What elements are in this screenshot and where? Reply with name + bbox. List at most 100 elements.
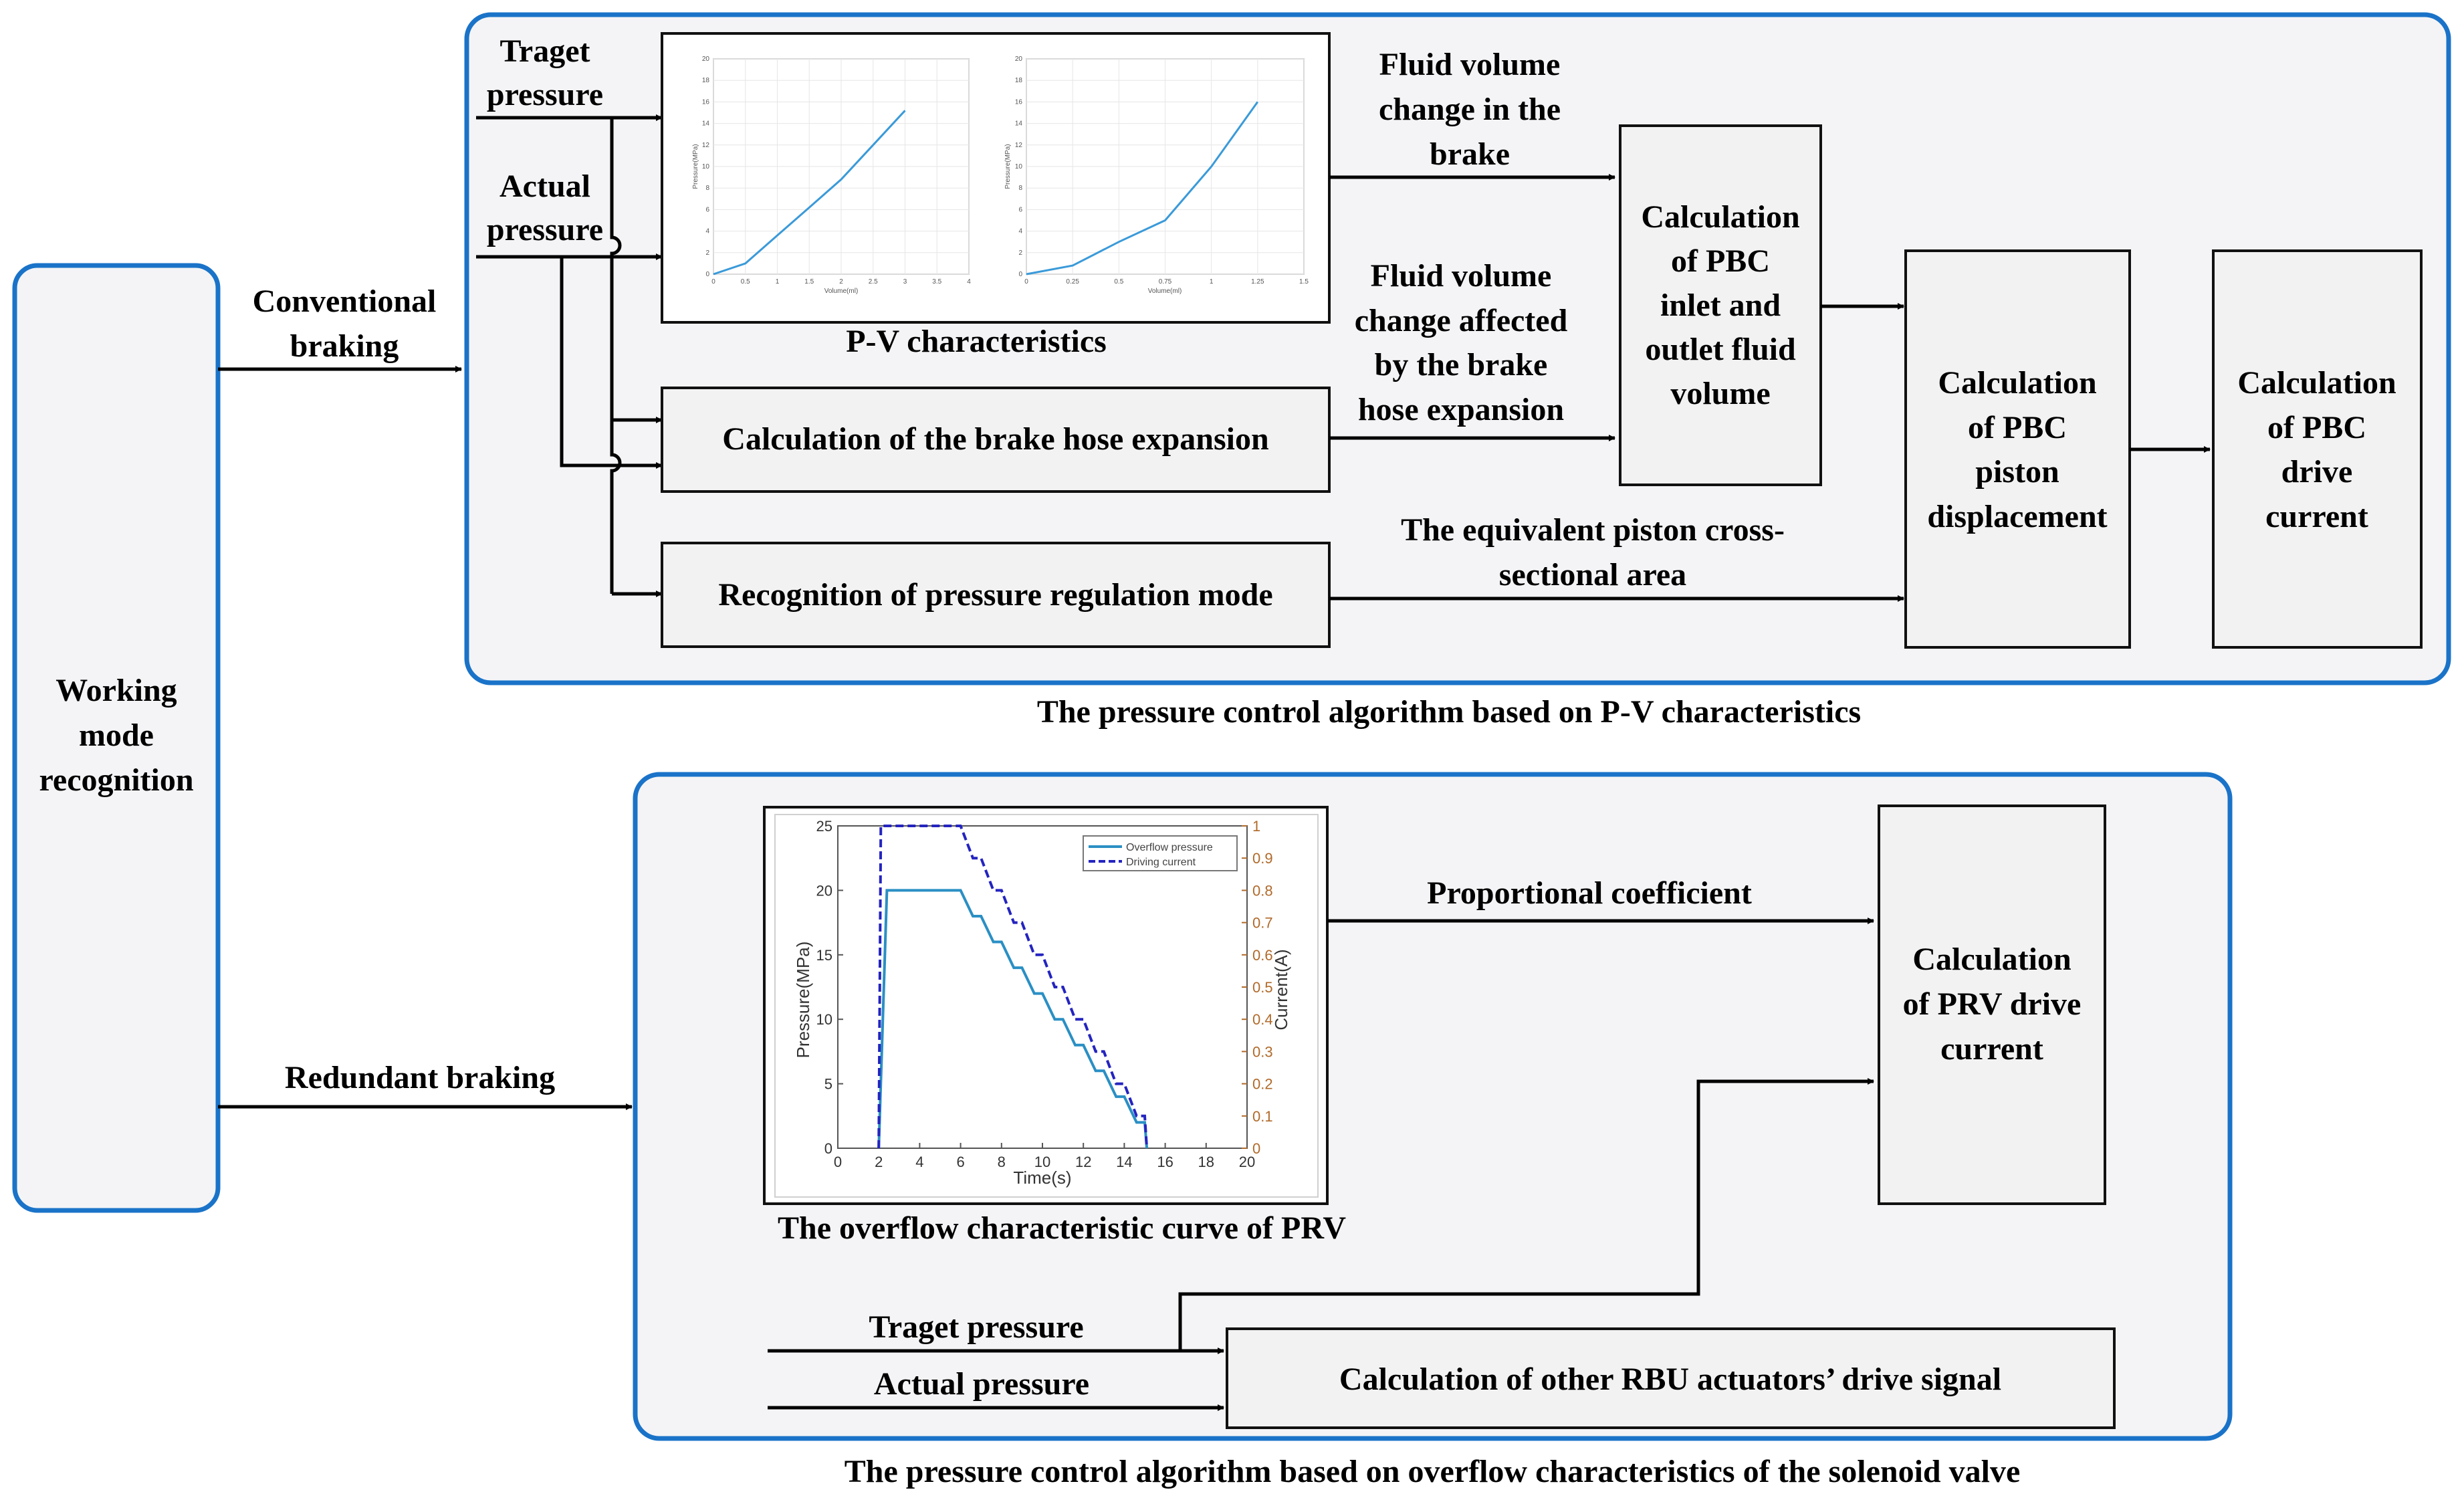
redundant-braking-label: Redundant braking [285,1060,555,1095]
fluid-hose-line4: hose expansion [1358,392,1564,427]
drive-line3: drive [2281,454,2353,490]
prv-y2tick: 0.3 [1252,1043,1273,1060]
fluid-brake-line1: Fluid volume [1379,47,1561,82]
target-bus [610,118,622,594]
prv-xtick: 4 [915,1154,923,1170]
pv-chart-1-xtick: 2 [839,278,843,286]
piston-displacement-box [1904,249,2131,649]
pv-chart-1-ytick: 14 [702,120,710,128]
pv-chart-2-xtick: 1 [1210,278,1214,286]
prv-xtick: 2 [875,1154,883,1170]
prv-ytick: 15 [816,947,832,964]
prv-y2tick: 0.2 [1252,1076,1273,1093]
pv-chart-2-xtick: 1.25 [1251,278,1264,286]
proportional-coefficient-label: Proportional coefficient [1427,875,1752,911]
conventional-braking-line2: braking [290,328,399,364]
prv-y2tick: 0.4 [1252,1011,1273,1028]
pv-chart-2-ytick: 10 [1015,163,1023,171]
pv-chart-1-xtick: 0.5 [741,278,750,286]
fluid-hose-line1: Fluid volume [1371,258,1552,294]
inlet-outlet-line2: of PBC [1671,243,1770,279]
target-pressure-line1: Traget [499,33,590,69]
prv-y2tick: 1 [1252,818,1260,835]
other-actuators-label: Calculation of other RBU actuators’ driv… [1339,1362,2001,1397]
pv-chart-2-ytick: 6 [1018,206,1022,213]
drive-line4: current [2265,499,2368,534]
working-mode-line3: recognition [39,762,193,798]
pv-characteristics-caption: P-V characteristics [846,324,1107,359]
drive-line2: of PBC [2267,410,2366,445]
pv-chart-2-xtick: 0.5 [1114,278,1123,286]
prv-xtick: 20 [1239,1154,1255,1170]
pv-chart-2-xtick: 0.75 [1159,278,1172,286]
pv-group-caption: The pressure control algorithm based on … [1037,694,1861,730]
actual-pressure-line2: pressure [487,212,603,247]
pv-chart-1-curve [713,110,906,276]
pv-chart-1-ytick: 4 [705,228,709,235]
piston-line2: of PBC [1968,410,2067,445]
working-mode-line1: Working [55,673,177,708]
prv-group-caption: The pressure control algorithm based on … [845,1454,2021,1489]
piston-line4: displacement [1927,499,2107,534]
pv-chart-2-xtick: 0 [1024,278,1028,286]
inlet-outlet-line3: inlet and [1660,288,1781,323]
drive-current-box [2212,249,2423,649]
prv-ytick: 0 [824,1140,832,1157]
inlet-outlet-line1: Calculation [1641,199,1799,235]
prv-y2tick: 0.1 [1252,1108,1273,1125]
inlet-outlet-line4: outlet fluid [1645,332,1796,367]
pv-chart-2-ytick: 0 [1018,271,1022,278]
piston-line1: Calculation [1938,365,2096,401]
prv-ytick: 10 [816,1011,832,1028]
pressure-mode-box [661,542,1331,648]
pv-chart-2-ytick: 12 [1015,142,1023,149]
pv-chart-1-xlabel: Volume(ml) [824,288,859,295]
pv-chart-2-ytick: 16 [1015,98,1023,106]
prv-box-line1: Calculation [1912,942,2071,977]
pv-chart-1-xtick: 3.5 [932,278,941,286]
prv-box-line2: of PRV drive [1903,986,2082,1022]
pv-chart-2-ytick: 20 [1015,56,1023,63]
prv-xtick: 16 [1157,1154,1173,1170]
prv-y2tick: 0 [1252,1140,1260,1157]
fluid-hose-line3: by the brake [1375,347,1548,383]
pv-chart-2-xtick: 0.25 [1066,278,1079,286]
pv-chart-2-curve [1026,101,1259,276]
legend-current-label: Driving current [1126,857,1196,868]
prv-y2tick: 0.8 [1252,882,1273,899]
prv-xtick: 12 [1075,1154,1091,1170]
pv-chart-2-ytick: 18 [1015,77,1023,84]
pv-chart-1-xtick: 0 [711,278,715,286]
pv-chart-2-ytick: 14 [1015,120,1023,128]
pv-chart-2-xtick: 1.5 [1299,278,1309,286]
prv-box-line3: current [1940,1031,2043,1067]
pv-chart-1-ytick: 20 [702,56,710,63]
pv-chart-1-ytick: 6 [705,206,709,213]
pv-chart-2-ytick: 2 [1018,249,1022,257]
inlet-outlet-line5: volume [1670,376,1770,411]
prv-chart-y2label: Current(A) [1271,949,1291,1030]
pv-chart-1-ytick: 2 [705,249,709,257]
overflow-curve-caption: The overflow characteristic curve of PRV [778,1210,1346,1246]
prv-xtick: 18 [1198,1154,1214,1170]
pv-chart-1-ytick: 0 [705,271,709,278]
pv-chart-1-ytick: 8 [705,185,709,192]
pv-chart-1-ytick: 16 [702,98,710,106]
pv-chart-1-ytick: 12 [702,142,710,149]
working-mode-line2: mode [79,718,154,753]
pv-chart-2-ytick: 8 [1018,185,1022,192]
other-actuators-box [1226,1327,2116,1429]
actual-pressure-line1: Actual [499,169,590,204]
pv-chart-1-xtick: 1.5 [804,278,814,286]
prv-y2tick: 0.5 [1252,979,1273,996]
target-to-prv-wire [1178,1078,1874,1351]
hose-expansion-label: Calculation of the brake hose expansion [722,421,1268,457]
pv-chart-1-xtick: 4 [967,278,971,286]
legend-overflow-label: Overflow pressure [1126,842,1213,853]
prv-drive-current-box [1878,804,2106,1205]
prv-xtick: 8 [998,1154,1006,1170]
